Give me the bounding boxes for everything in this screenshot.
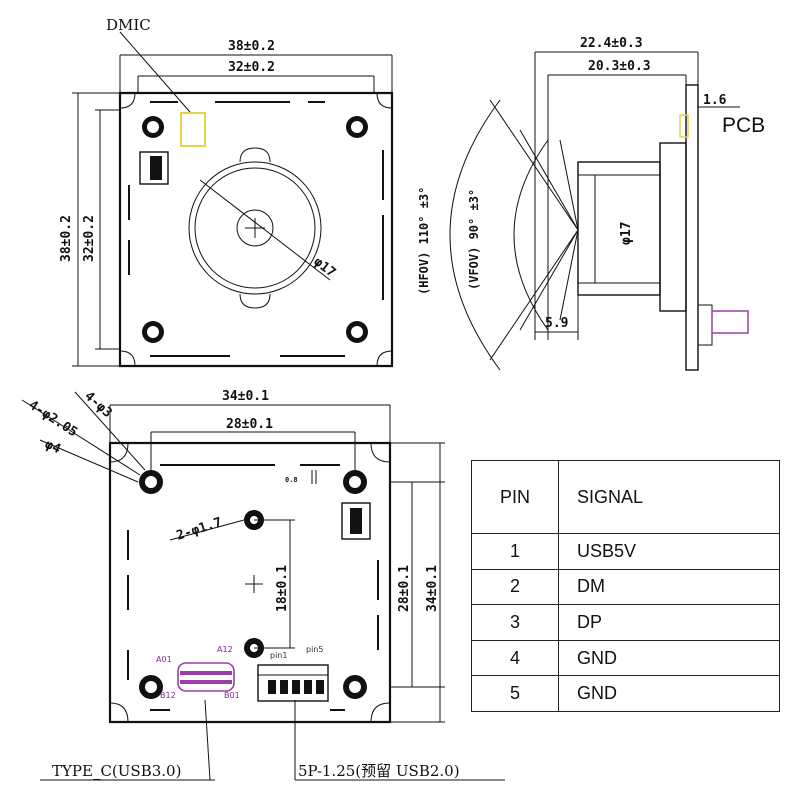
table-row: 4 GND [471, 639, 780, 677]
bottom-edge-segments [127, 464, 379, 711]
side-hfov: (HFOV) 110° ±3° [417, 187, 431, 295]
signal-cell: GND [558, 639, 780, 677]
pin-cell: 3 [471, 604, 559, 641]
bottom-callout-lines [40, 699, 505, 781]
callout-5p: 5P-1.25(预留 USB2.0) [298, 762, 460, 780]
top-corner-notches [119, 92, 393, 367]
table-row: 1 USB5V [471, 533, 780, 570]
top-inner-width: 32±0.2 [228, 60, 275, 75]
bottom-center-mark [245, 575, 263, 593]
side-lens-dia: φ17 [619, 222, 634, 245]
side-pcb-thickness: 1.6 [703, 93, 727, 108]
top-edge-segments [128, 101, 384, 357]
signal-cell: GND [558, 675, 780, 712]
side-view: φ17 (HFOV) 110° ±3° (VFOV) 90° ±3° 22.4 [417, 36, 765, 371]
pin-a01: A01 [156, 655, 172, 664]
header-pin: PIN [471, 460, 559, 534]
bottom-right-connector [341, 502, 371, 540]
top-inner-height: 32±0.2 [82, 215, 97, 262]
pin-cell: 5 [471, 675, 559, 712]
bottom-holes-c: φ4 [42, 437, 63, 457]
top-lens-mount [188, 147, 331, 309]
pin-signal-table: PIN SIGNAL 1 USB5V 2 DM 3 DP 4 GND 5 GND [471, 460, 780, 712]
bottom-small-holes: 2-φ1.7 [175, 515, 224, 544]
callout-typec: TYPE_C(USB3.0) [52, 762, 181, 780]
pin5-label: pin5 [306, 645, 323, 654]
bottom-cap-label: 0.8 [285, 476, 298, 484]
bottom-outer-width: 34±0.1 [222, 389, 269, 404]
side-offset: 5.9 [545, 316, 568, 331]
side-total-length: 22.4±0.3 [580, 36, 643, 51]
signal-cell: USB5V [558, 533, 780, 570]
pin-a12: A12 [217, 645, 233, 654]
bottom-holes-a: 4-φ2.05 [26, 398, 80, 440]
dmic-label: DMIC [106, 16, 151, 34]
table-row: 5 GND [471, 675, 780, 712]
pin1-label: pin1 [270, 651, 287, 660]
side-dim-lines [534, 51, 740, 340]
type-c-connector [177, 662, 235, 692]
five-pin-connector [257, 664, 329, 702]
pin-b01: B01 [224, 691, 240, 700]
top-lens-dia: φ17 [311, 254, 339, 280]
side-dmic-highlight [679, 114, 689, 138]
side-connector [697, 304, 749, 346]
signal-cell: DP [558, 604, 780, 641]
dmic-leader [119, 31, 191, 113]
header-signal: SIGNAL [558, 460, 780, 534]
pin-table-header: PIN SIGNAL [471, 460, 780, 534]
top-dim-lines [72, 54, 393, 367]
top-mount-holes [142, 116, 368, 343]
side-vfov: (VFOV) 90° ±3° [467, 189, 481, 290]
bottom-vert-dim: 18±0.1 [275, 565, 290, 612]
table-row: 3 DP [471, 604, 780, 641]
top-outer-height: 38±0.2 [59, 215, 74, 262]
pin-cell: 4 [471, 639, 559, 677]
bottom-view: 0.8 A01 A12 B12 B01 pin1 pin5 [21, 389, 505, 781]
top-connector [139, 151, 169, 185]
bottom-corner-notches [109, 442, 391, 723]
bottom-outer-height: 34±0.1 [425, 565, 440, 612]
side-fov-lines [449, 99, 579, 371]
bottom-inner-width: 28±0.1 [226, 417, 273, 432]
top-view: DMIC φ17 [59, 16, 394, 368]
top-board-outline [118, 91, 394, 368]
pin-cell: 1 [471, 533, 559, 570]
side-pcb-label: PCB [722, 114, 765, 137]
side-lens-length: 20.3±0.3 [588, 59, 651, 74]
bottom-cap [311, 470, 317, 484]
bottom-inner-height: 28±0.1 [397, 565, 412, 612]
dmic-highlight [180, 112, 206, 147]
top-outer-width: 38±0.2 [228, 39, 275, 54]
signal-cell: DM [558, 568, 780, 606]
table-row: 2 DM [471, 568, 780, 606]
pin-b12: B12 [160, 691, 176, 700]
pin-cell: 2 [471, 568, 559, 606]
bottom-dim-lines [21, 391, 445, 723]
